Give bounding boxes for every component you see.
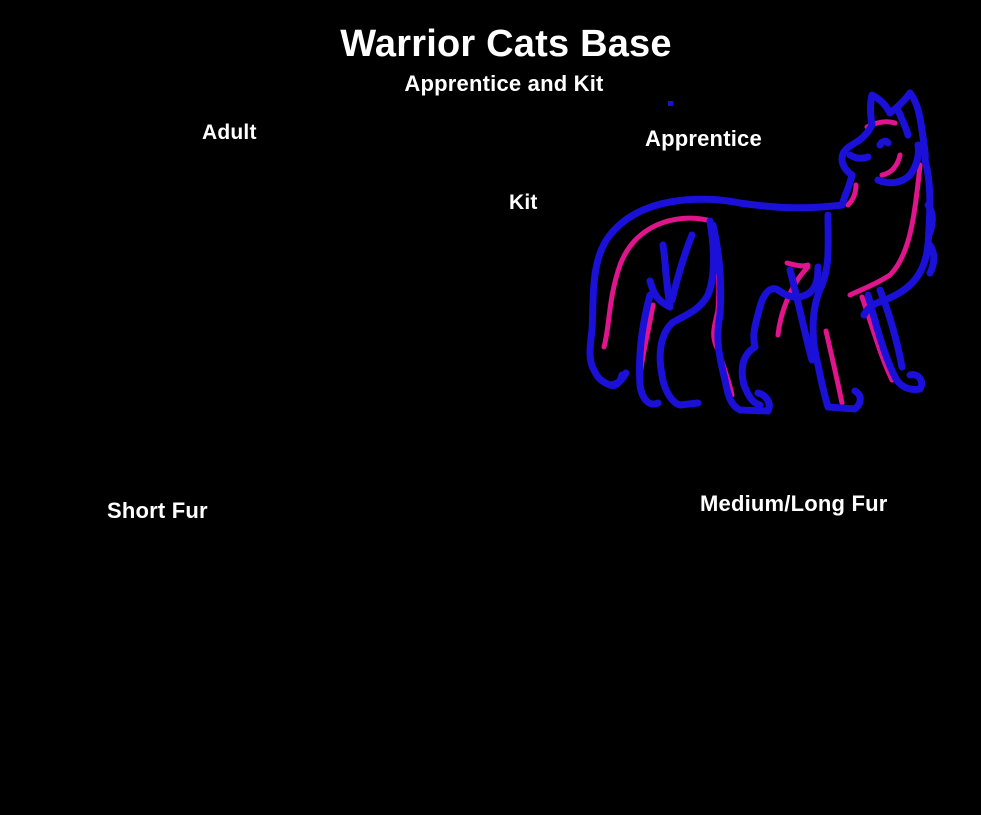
page-title: Warrior Cats Base — [340, 23, 672, 65]
apprentice-label: Apprentice — [645, 126, 762, 151]
kit-label: Kit — [509, 191, 538, 214]
adult-label: Adult — [202, 121, 257, 144]
medium-long-fur-label: Medium/Long Fur — [700, 491, 888, 516]
stray-pixel-mark — [668, 101, 673, 106]
page-subtitle: Apprentice and Kit — [404, 71, 604, 96]
apprentice-cat-lineart-icon — [586, 89, 938, 415]
short-fur-label: Short Fur — [107, 498, 208, 523]
